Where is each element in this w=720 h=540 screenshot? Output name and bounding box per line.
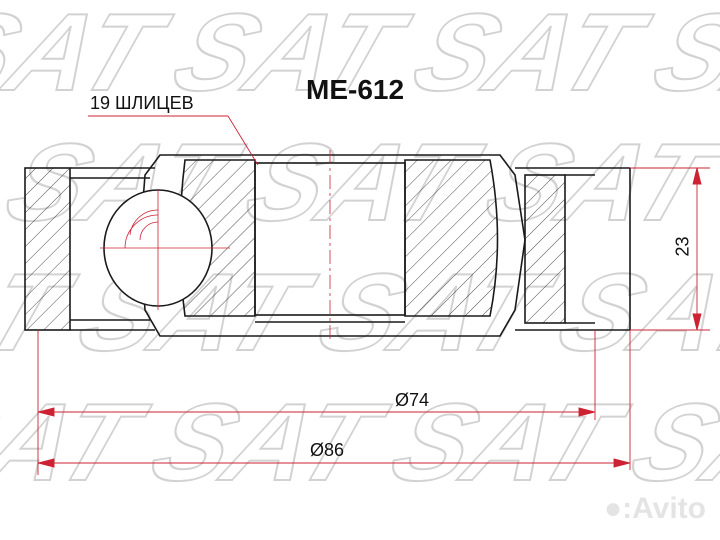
dimension-lines <box>37 115 710 475</box>
watermark-text: SAT <box>616 381 720 504</box>
avito-logo: ●:Avito <box>603 492 706 525</box>
outer-diameter-label: Ø86 <box>310 440 345 460</box>
splines-callout: 19 ШЛИЦЕВ <box>90 93 194 113</box>
watermark-text: SAT <box>398 0 663 114</box>
part-number-title: ME-612 <box>306 74 405 105</box>
watermark-text: SAT <box>0 381 161 504</box>
center-lines <box>100 150 331 340</box>
watermark-text: SAT <box>544 251 720 374</box>
watermark-text: SAT <box>136 381 401 504</box>
avito-logo-text: Avito <box>632 492 706 525</box>
watermark-text: SAT <box>471 121 720 244</box>
inner-diameter-label: Ø74 <box>395 390 430 410</box>
height-dimension-label: 23 <box>672 236 693 257</box>
watermark-text: SAT <box>638 0 720 114</box>
